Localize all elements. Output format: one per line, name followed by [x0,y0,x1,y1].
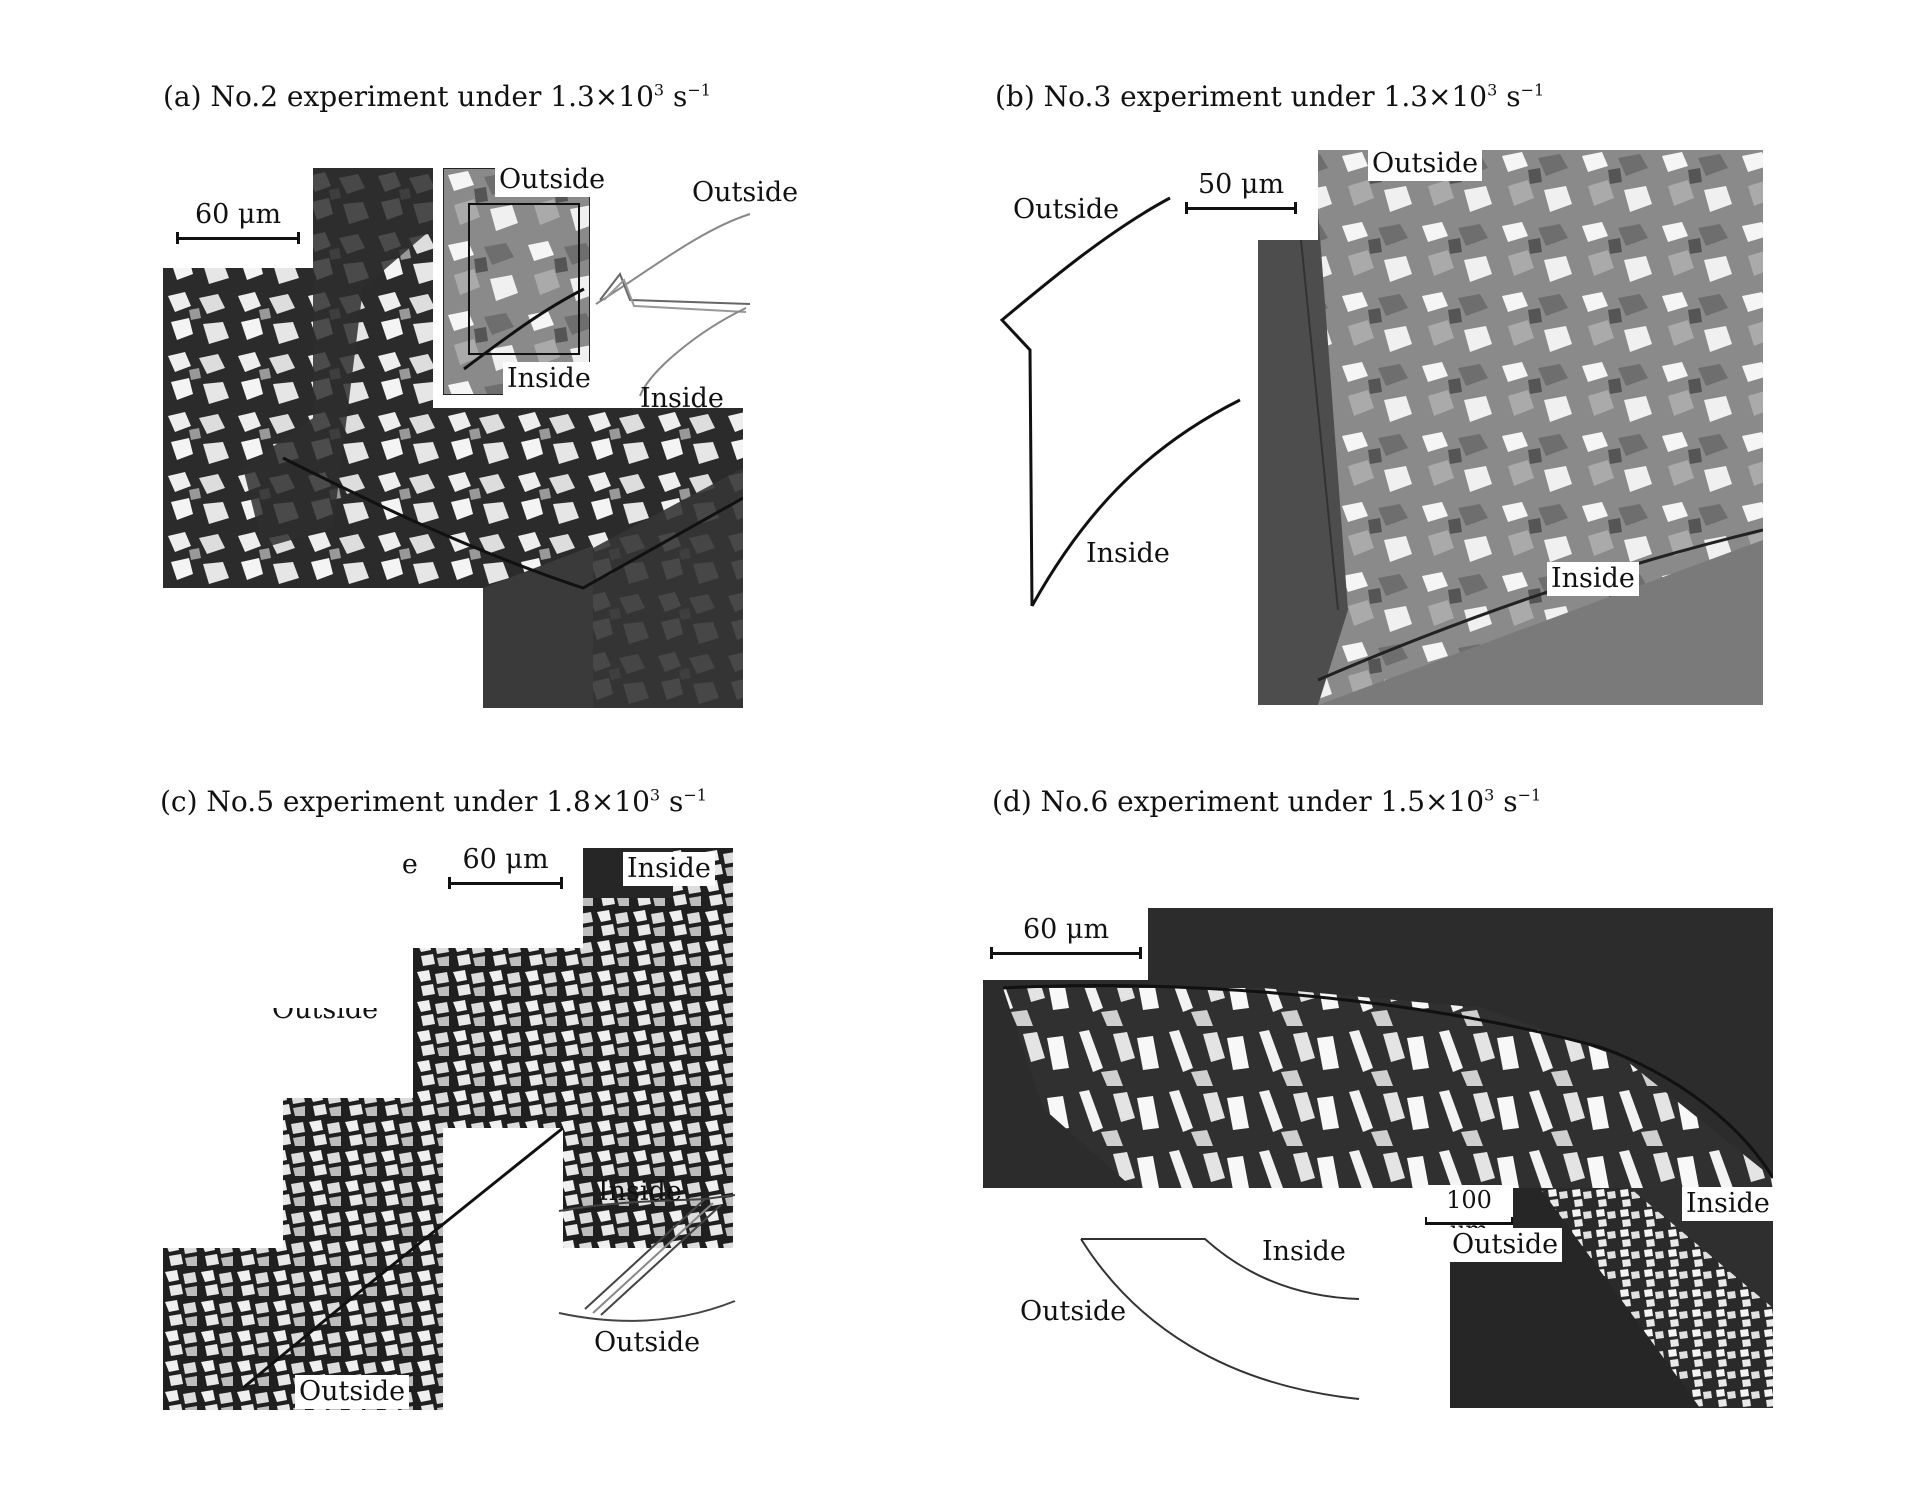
panel-b-micrograph [1258,150,1763,705]
panel-c-sketch-inside-label: Inside [598,1176,682,1207]
panel-a-inset-outside-label: Outside [495,163,610,197]
panel-c-sketch-outside-label: Outside [594,1327,701,1358]
panel-a-inset-micrograph [443,168,590,395]
panel-c-micro-inside-label: Inside [623,852,715,886]
panel-a-sketch-inside-label: Inside [640,383,724,414]
panel-d-caption: (d) No.6 experiment under 1.5×103 s−1 [992,785,1542,818]
panel-c-scale-bar: 60 μm [448,845,563,889]
panel-a-caption: (a) No.2 experiment under 1.3×103 s−1 [163,80,711,113]
panel-d-sketch-inside-label: Inside [1262,1236,1346,1267]
panel-b-sketch-outside-label: Outside [1013,194,1120,225]
panel-c-schematic [558,1194,736,1322]
panel-a-sketch-outside-label: Outside [692,177,799,208]
panel-a-scale-bar: 60 μm [176,200,300,244]
panel-d-sketch-outside-label: Outside [1020,1296,1127,1327]
panel-b-scale-bar: 50 μm [1185,170,1297,214]
panel-b-caption: (b) No.3 experiment under 1.3×103 s−1 [995,80,1545,113]
panel-d-schematic [1080,1238,1360,1400]
panel-b-micro-outside-label: Outside [1368,147,1483,181]
panel-d-inset-outside-label: Outside [1448,1228,1563,1262]
panel-b-schematic [999,196,1241,607]
panel-c-caption: (c) No.5 experiment under 1.8×103 s−1 [160,785,707,818]
panel-a-schematic [595,213,751,397]
panel-b-micro-inside-label: Inside [1547,562,1639,596]
panel-d-scale-bar: 60 μm [990,915,1142,959]
panel-a-micrograph [163,168,743,708]
panel-c-micrograph [163,848,733,1410]
panel-c-micro-outside-label: Outside [295,1375,410,1409]
panel-b-sketch-inside-label: Inside [1086,538,1170,569]
panel-d-inset-inside-label: Inside [1682,1187,1774,1221]
panel-d-inset-micrograph [1450,1188,1773,1408]
panel-d-inset-scale-bar: 100 μm [1425,1185,1513,1245]
panel-a-inset-inside-label: Inside [503,362,595,396]
